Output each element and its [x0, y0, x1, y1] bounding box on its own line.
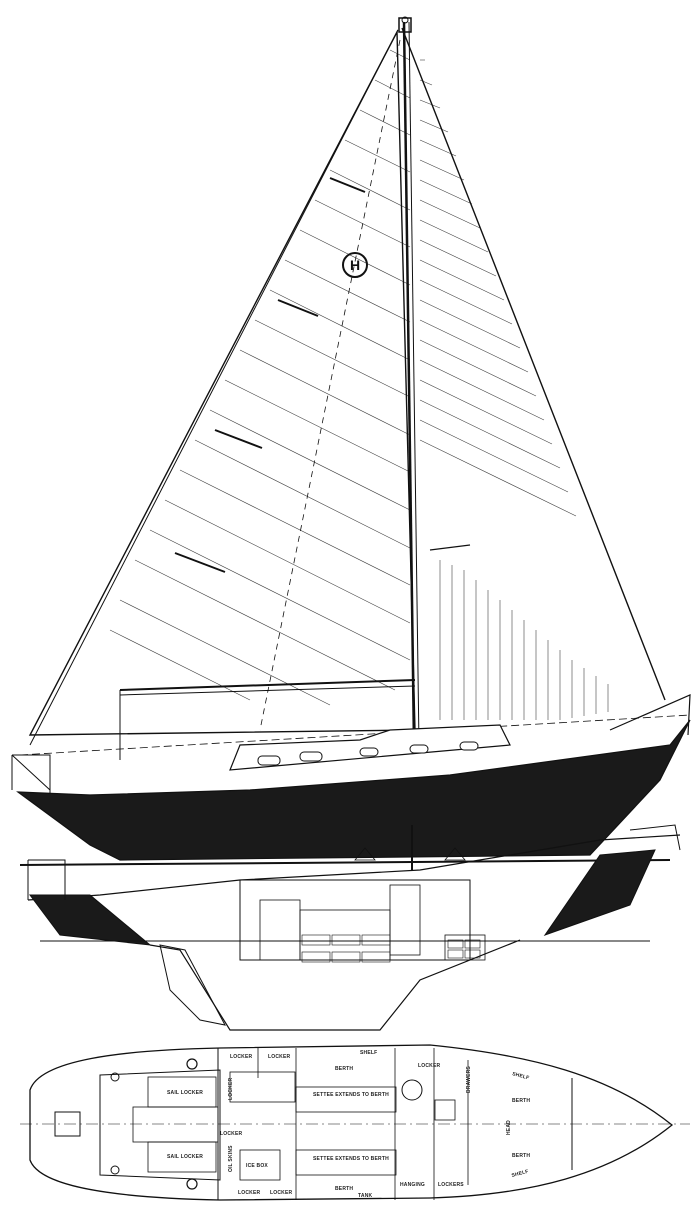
- drawers: [301, 934, 481, 963]
- label-shelf: SHELF: [511, 1169, 529, 1179]
- inboard-profile: [27, 824, 681, 1031]
- stern-section: [29, 894, 152, 946]
- genoa-sail: [28, 29, 416, 736]
- mast: [402, 21, 416, 746]
- forestay: [401, 27, 666, 701]
- genoa-hatching: [109, 49, 411, 706]
- boom: [119, 679, 416, 691]
- label-locker: LOCKER: [230, 1054, 252, 1060]
- accommodation-labels: SAIL LOCKER SAIL LOCKER LOCKER LOCKER LO…: [167, 1050, 530, 1199]
- masthead: [398, 17, 412, 33]
- rudder: [159, 944, 226, 1026]
- hull-profile: [16, 719, 691, 866]
- label-locker-fwd: LOCKER: [418, 1063, 441, 1069]
- label-locker: LOCKER: [220, 1131, 242, 1137]
- portlights: [257, 741, 479, 766]
- label-settee: SETTEE EXTENDS TO BERTH: [313, 1156, 389, 1162]
- label-berth: BERTH: [335, 1066, 353, 1072]
- label-oil-skins: OIL SKINS: [228, 1145, 234, 1172]
- label-drawers: DRAWERS: [466, 1066, 472, 1093]
- label-shelf: SHELF: [511, 1071, 529, 1081]
- label-lockers: LOCKERS: [438, 1182, 464, 1188]
- vertical-hatching: [439, 560, 609, 720]
- svg-text:H: H: [350, 257, 360, 273]
- label-berth-fwd: BERTH: [512, 1098, 530, 1104]
- backstay: [29, 29, 399, 746]
- label-sail-locker: SAIL LOCKER: [167, 1090, 203, 1096]
- label-berth: BERTH: [335, 1186, 353, 1192]
- label-locker: LOCKER: [270, 1190, 293, 1196]
- label-locker-vertical: LOCKER: [228, 1078, 234, 1101]
- hull-topsides: [16, 719, 691, 861]
- label-hanging: HANGING: [400, 1182, 425, 1188]
- label-sail-locker-2: SAIL LOCKER: [167, 1154, 203, 1160]
- sail-plan: [11, 16, 691, 795]
- label-head: HEAD: [506, 1120, 512, 1135]
- keel: [149, 939, 521, 1031]
- label-ice-box: ICE BOX: [246, 1163, 268, 1169]
- accommodation-plan: [20, 1044, 690, 1201]
- label-tank: TANK: [358, 1193, 373, 1199]
- bow-section: [543, 849, 656, 936]
- sail-insignia: H: [342, 252, 368, 278]
- label-shelf: SHELF: [360, 1050, 377, 1056]
- jib-hatching: [419, 59, 577, 517]
- deck-outline: [29, 1044, 674, 1201]
- label-locker: LOCKER: [268, 1054, 291, 1060]
- waterline: [19, 859, 671, 866]
- label-locker: LOCKER: [238, 1190, 261, 1196]
- label-berth-fwd: BERTH: [512, 1153, 530, 1159]
- label-settee: SETTEE EXTENDS TO BERTH: [313, 1092, 389, 1098]
